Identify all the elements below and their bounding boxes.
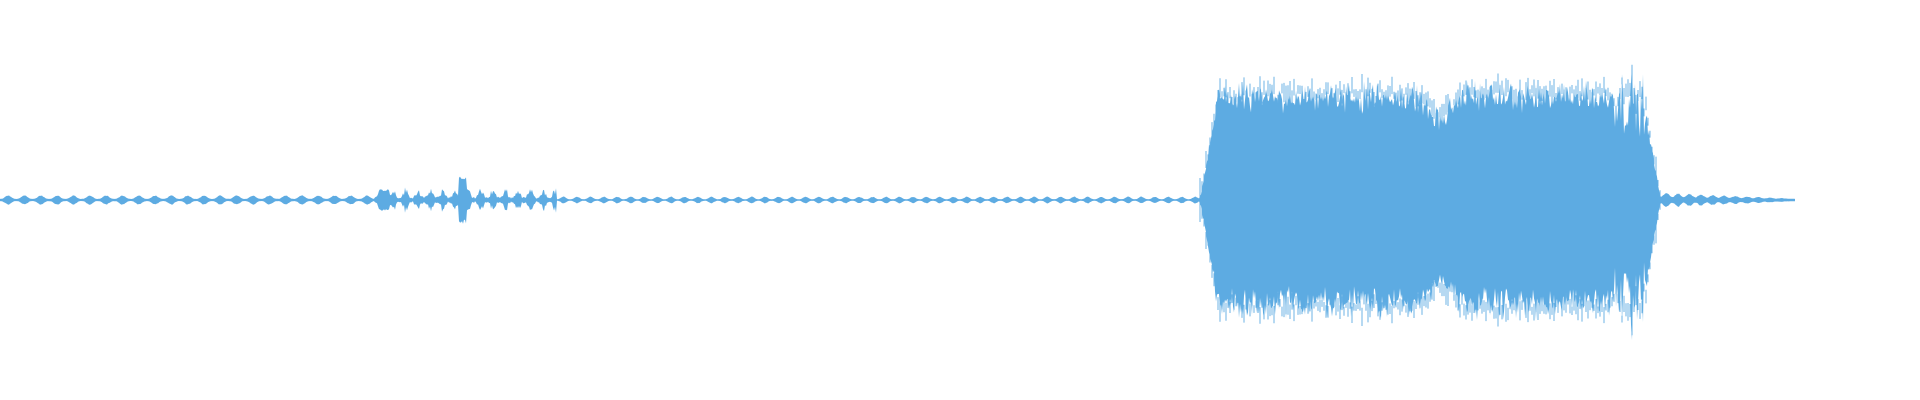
- waveform-envelope: [0, 64, 1795, 341]
- waveform-peaks: [1199, 64, 1661, 336]
